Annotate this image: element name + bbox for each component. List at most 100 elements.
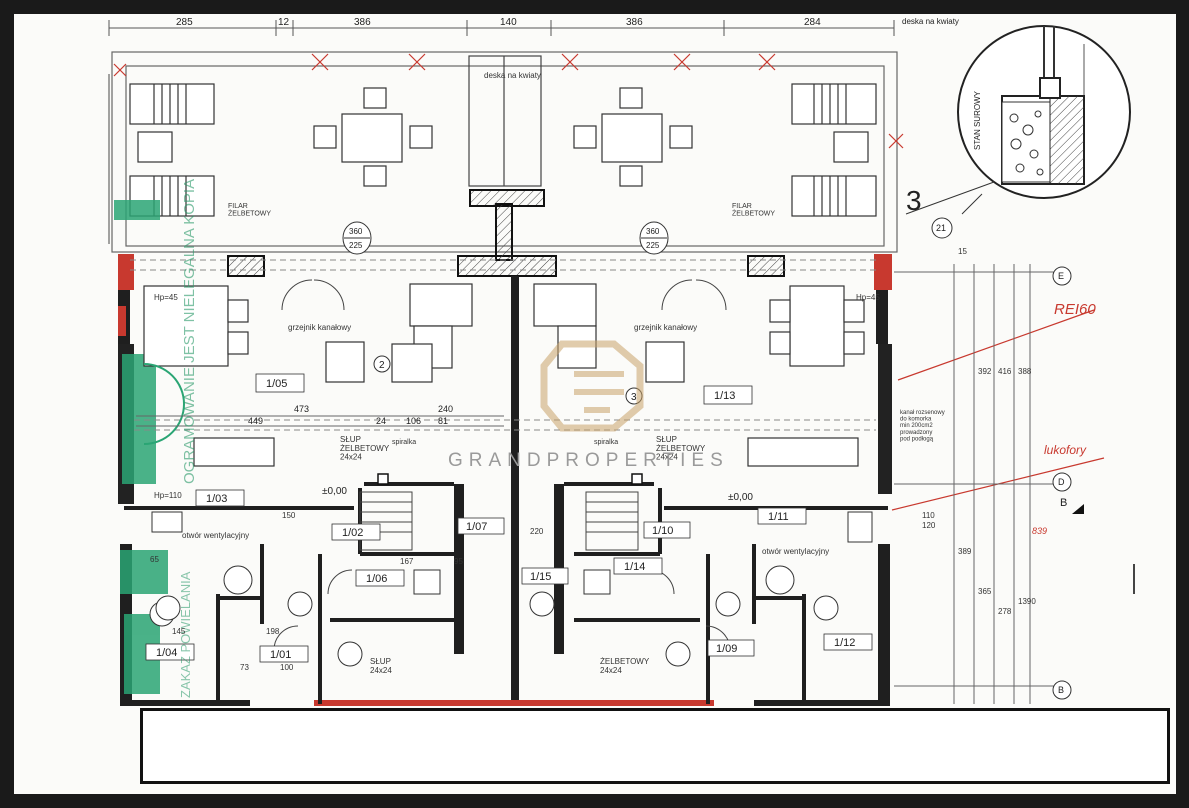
circle-3: 3 <box>631 392 637 403</box>
misc-95: 95 <box>454 557 463 566</box>
floor-plan-sheet: 285 12 386 140 386 284 deska na kwiaty <box>14 14 1176 794</box>
grzejnik-right: grzejnik kanałowy <box>634 323 697 332</box>
room-1-09: 1/09 <box>716 643 737 655</box>
sunbed-right-bottom <box>791 175 877 217</box>
floor-plan-drawing: 285 12 386 140 386 284 deska na kwiaty <box>108 17 1135 706</box>
top-dim-4: 140 <box>500 17 517 28</box>
room-1-03: 1/03 <box>206 493 227 505</box>
stamp-lower-text: ZAKAZ POWIELANIA <box>178 571 193 698</box>
rdim-839: 839 <box>1032 526 1047 536</box>
circle-2: 2 <box>379 360 385 371</box>
grand-properties-logo <box>540 340 644 432</box>
watermark-brand-text: GRANDPROPERTIES <box>448 450 729 471</box>
room-1-06: 1/06 <box>366 573 387 585</box>
stairs <box>359 491 639 551</box>
level-left: ±0,00 <box>322 486 347 497</box>
room-1-11: 1/11 <box>768 511 789 523</box>
central-planter <box>468 55 542 187</box>
dim-81: 81 <box>438 416 448 426</box>
planter-label: deska na kwiaty <box>484 71 541 80</box>
axis-markers <box>931 217 1072 700</box>
terrace-dining-left <box>313 87 433 187</box>
lukofory-label: lukofory <box>1044 443 1087 457</box>
top-dim-6: 284 <box>804 17 821 28</box>
top-dimension-line <box>108 20 895 36</box>
guide-lines <box>130 259 876 431</box>
rdim-278: 278 <box>998 607 1012 616</box>
axis-b: B <box>1058 685 1064 695</box>
living-right-furniture <box>533 283 865 467</box>
section-arrow <box>1072 504 1084 514</box>
right-dimension-chain <box>894 264 1054 704</box>
misc-hp45-right: Hp=45 <box>856 293 880 302</box>
dim-473: 473 <box>294 404 309 414</box>
section-b-label: B <box>1060 497 1067 509</box>
misc-150: 150 <box>282 511 296 520</box>
top-dim-5: 386 <box>626 17 643 28</box>
axis-21: 21 <box>936 223 946 233</box>
rdim-365: 365 <box>978 587 992 596</box>
dim-449: 449 <box>248 416 263 426</box>
info-box <box>140 708 1170 784</box>
misc-hp110: Hp=110 <box>154 491 182 500</box>
rdim-416: 416 <box>998 367 1012 376</box>
rdim-15: 15 <box>958 247 967 256</box>
sunbed-right-top <box>791 83 877 163</box>
axis-d: D <box>1058 477 1065 487</box>
door-tags <box>155 591 741 667</box>
red-wall-marks <box>118 254 892 336</box>
otwor-left: otwór wentylacyjny <box>182 531 249 540</box>
room-1-07: 1/07 <box>466 521 487 533</box>
opening-left-bot: 225 <box>349 241 363 250</box>
misc-hp45: Hp=45 <box>154 293 178 302</box>
big-number-3: 3 <box>906 185 922 216</box>
spiralka-right: spiralka <box>594 439 618 446</box>
room-1-05: 1/05 <box>266 378 287 390</box>
stan-surowy-label: STAN SUROWY <box>973 90 982 150</box>
stamp-vertical-text: OGRAMOWANIE JEST NIELEGALNA KOPIA <box>181 179 198 484</box>
misc-167: 167 <box>400 557 414 566</box>
room-1-10: 1/10 <box>652 525 673 537</box>
misc-120: 120 <box>922 521 936 530</box>
rdim-392: 392 <box>978 367 992 376</box>
dim-240: 240 <box>438 404 453 414</box>
room-1-14: 1/14 <box>624 561 645 573</box>
rdim-388: 388 <box>1018 367 1032 376</box>
top-dim-3: 386 <box>354 17 371 28</box>
room-1-01: 1/01 <box>270 649 291 661</box>
room-1-13: 1/13 <box>714 390 735 402</box>
deska-label-top: deska na kwiaty <box>902 17 959 26</box>
top-dim-2: 12 <box>278 17 290 28</box>
opening-left-top: 360 <box>349 227 363 236</box>
terrace-x-marks <box>113 53 904 149</box>
column-squares <box>377 473 643 485</box>
sunbed-left-top <box>129 83 215 163</box>
opening-markers <box>342 221 669 255</box>
misc-110: 110 <box>922 511 935 520</box>
misc-65: 65 <box>150 555 159 564</box>
opening-right-bot: 225 <box>646 241 660 250</box>
misc-220: 220 <box>530 527 544 536</box>
grzejnik-left: grzejnik kanałowy <box>288 323 351 332</box>
spiralka-left: spiralka <box>392 439 416 446</box>
misc-73: 73 <box>240 663 249 672</box>
rdim-389: 389 <box>958 547 972 556</box>
misc-100: 100 <box>280 663 294 672</box>
level-right: ±0,00 <box>728 492 753 503</box>
room-1-12: 1/12 <box>834 637 855 649</box>
axis-e: E <box>1058 271 1064 281</box>
detail-callout <box>905 25 1131 215</box>
room-labels <box>145 373 873 663</box>
top-dim-1: 285 <box>176 17 193 28</box>
misc-145: 145 <box>172 627 186 636</box>
rei60-label: REI60 <box>1054 301 1096 318</box>
rdim-1390: 1390 <box>1018 597 1036 606</box>
